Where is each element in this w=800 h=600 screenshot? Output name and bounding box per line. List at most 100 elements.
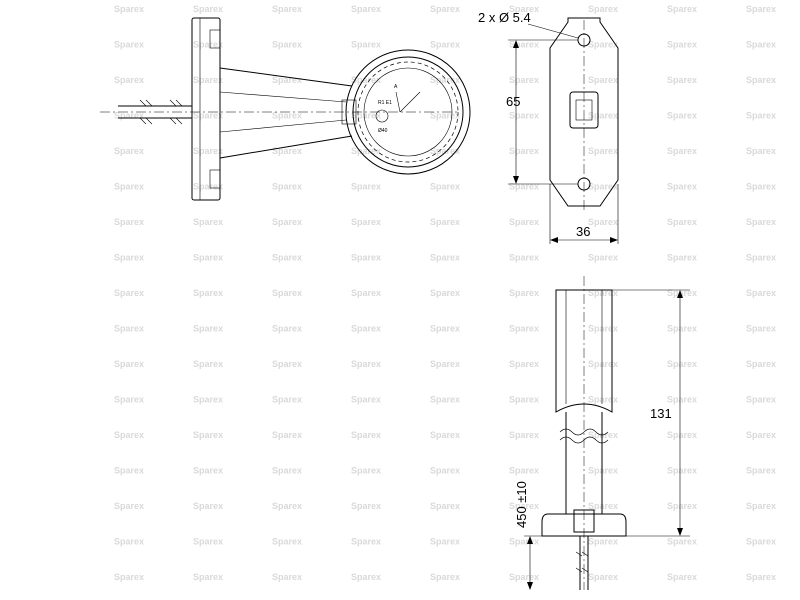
watermark-text: Sparex	[667, 324, 697, 334]
watermark-text: Sparex	[193, 111, 223, 121]
watermark-text: Sparex	[114, 537, 144, 547]
watermark-text: Sparex	[430, 537, 460, 547]
watermark-text: Sparex	[351, 182, 381, 192]
watermark-text: Sparex	[193, 466, 223, 476]
watermark-text: Sparex	[430, 466, 460, 476]
watermark-text: Sparex	[588, 501, 618, 511]
watermark-text: Sparex	[351, 288, 381, 298]
watermark-text: Sparex	[667, 111, 697, 121]
watermark-text: Sparex	[430, 40, 460, 50]
watermark-text: Sparex	[667, 217, 697, 227]
watermark-text: Sparex	[667, 501, 697, 511]
watermark-text: Sparex	[746, 75, 776, 85]
watermark-text: Sparex	[430, 111, 460, 121]
plate-front-outline	[549, 17, 619, 207]
watermark-text: Sparex	[667, 75, 697, 85]
bottom-view: 131 450 ±10	[514, 276, 690, 590]
watermark-text: Sparex	[588, 146, 618, 156]
cable-break-marks-bottom	[575, 551, 589, 573]
watermark-text: Sparex	[509, 430, 539, 440]
watermark-text: Sparex	[588, 572, 618, 582]
watermark-text: Sparex	[114, 253, 144, 263]
watermark-text: Sparex	[430, 182, 460, 192]
watermark-text: Sparex	[430, 324, 460, 334]
watermark-text: Sparex	[351, 572, 381, 582]
lens-code-1: R1 E1	[378, 100, 392, 106]
watermark-text: Sparex	[351, 40, 381, 50]
watermark-text: Sparex	[193, 75, 223, 85]
watermark-text: Sparex	[746, 217, 776, 227]
watermark-text: Sparex	[272, 324, 302, 334]
watermark-text: Sparex	[509, 217, 539, 227]
arm-inner-line-2	[219, 119, 347, 133]
watermark-text: Sparex	[509, 111, 539, 121]
watermark-text: Sparex	[588, 537, 618, 547]
watermark-text: Sparex	[351, 4, 381, 14]
watermark-text: Sparex	[351, 75, 381, 85]
watermark-text: Sparex	[746, 466, 776, 476]
watermark-text: Sparex	[272, 572, 302, 582]
dim-arrows-36	[550, 237, 618, 243]
watermark-text: Sparex	[430, 217, 460, 227]
watermark-text: Sparex	[272, 75, 302, 85]
watermark-text: Sparex	[588, 4, 618, 14]
watermark-text: Sparex	[272, 146, 302, 156]
side-view: A R1 E1 Ø40	[100, 17, 471, 201]
watermark-text: Sparex	[509, 40, 539, 50]
watermark-text: Sparex	[272, 40, 302, 50]
watermark-text: Sparex	[193, 253, 223, 263]
watermark-text: Sparex	[588, 324, 618, 334]
watermark-text: Sparex	[588, 182, 618, 192]
watermark-text: Sparex	[588, 40, 618, 50]
watermark-text: Sparex	[746, 359, 776, 369]
cable-gland	[573, 509, 595, 533]
watermark-text: Sparex	[114, 359, 144, 369]
watermark-text: Sparex	[746, 288, 776, 298]
dim-label-hole-spec: 2 x Ø 5.4	[478, 10, 531, 25]
watermark-text: Sparex	[746, 324, 776, 334]
watermark-text: Sparex	[114, 395, 144, 405]
watermark-text: Sparex	[430, 146, 460, 156]
lamp-head-side	[555, 289, 613, 413]
watermark-text: Sparex	[351, 395, 381, 405]
lens-mark-a: A	[394, 84, 398, 90]
mounting-plate	[191, 17, 221, 201]
watermark-text: Sparex	[351, 430, 381, 440]
watermark-text: Sparex	[509, 501, 539, 511]
arm-bottom-line	[219, 135, 353, 159]
watermark-text: Sparex	[272, 111, 302, 121]
watermark-text: Sparex	[114, 430, 144, 440]
break-line-2	[559, 436, 609, 444]
watermark-text: Sparex	[430, 501, 460, 511]
lens-inner	[363, 67, 453, 157]
watermark-text: Sparex	[667, 40, 697, 50]
break-line-1	[559, 428, 609, 436]
watermark-text: Sparex	[193, 40, 223, 50]
watermark-text: Sparex	[509, 466, 539, 476]
watermark-text: Sparex	[509, 324, 539, 334]
lamp-socket	[341, 99, 357, 125]
watermark-text: Sparex	[114, 182, 144, 192]
watermark-text: Sparex	[351, 324, 381, 334]
watermark-text: Sparex	[509, 288, 539, 298]
watermark-text: Sparex	[746, 430, 776, 440]
watermark-text: Sparex	[746, 111, 776, 121]
watermark-text: Sparex	[351, 359, 381, 369]
watermark-text: Sparex	[588, 395, 618, 405]
watermark-text: Sparex	[588, 111, 618, 121]
watermark-text: Sparex	[667, 182, 697, 192]
watermark-text: Sparex	[114, 75, 144, 85]
arm-inner-line-1	[219, 91, 347, 103]
dim-label-width: 36	[576, 224, 590, 239]
watermark-text: Sparex	[588, 288, 618, 298]
watermark-text: Sparex	[746, 253, 776, 263]
watermark-text: Sparex	[272, 466, 302, 476]
cable-break-marks	[139, 99, 183, 125]
watermark-text: Sparex	[509, 75, 539, 85]
watermark-text: Sparex	[667, 572, 697, 582]
watermark-text: Sparex	[114, 572, 144, 582]
watermark-text: Sparex	[667, 146, 697, 156]
watermark-text: Sparex	[667, 359, 697, 369]
